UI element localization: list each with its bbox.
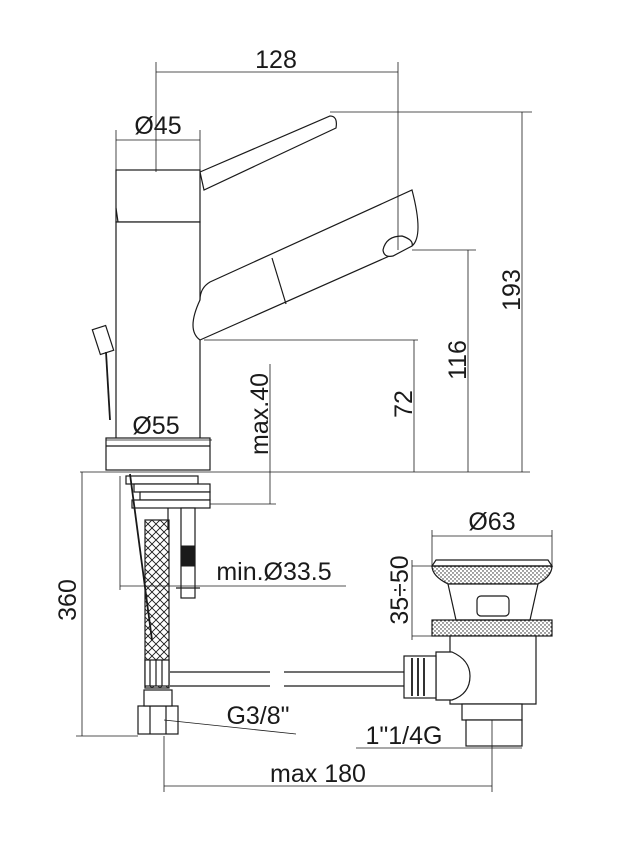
dimension-labels: 128 Ø45 193 116 72 max.40 Ø55 min.Ø33.5 … <box>54 46 526 788</box>
under-deck-assembly <box>125 473 211 735</box>
faucet <box>91 115 419 471</box>
dim-top-width: 128 <box>255 46 297 74</box>
drain-side-nut <box>403 655 437 699</box>
drain-flange <box>431 565 553 585</box>
dimension-lines <box>76 62 553 792</box>
dim-hose-thread: G3/8" <box>226 702 289 730</box>
dim-base-diameter: Ø55 <box>132 412 179 440</box>
lever-handle <box>199 115 337 191</box>
dim-drain-range: 35÷50 <box>386 555 414 624</box>
dim-hole-diameter: min.Ø33.5 <box>216 558 331 586</box>
dim-max-thickness: max.40 <box>246 373 274 455</box>
dim-spout-height: 116 <box>444 340 472 380</box>
body-cylinder <box>115 221 201 441</box>
drain-waste <box>403 559 554 747</box>
dim-max-reach: max 180 <box>270 760 366 788</box>
drain-locknut <box>431 619 553 637</box>
hose-nut <box>137 705 179 735</box>
dim-aerator-height: 72 <box>390 390 418 418</box>
dim-handle-diameter: Ø45 <box>134 112 181 140</box>
dim-total-height: 193 <box>498 269 526 311</box>
base-ring <box>105 437 211 471</box>
linkage-rod <box>170 671 404 687</box>
dim-drain-thread: 1"1/4G <box>366 722 443 750</box>
popup-rod <box>91 324 115 421</box>
dim-drain-diameter: Ø63 <box>468 508 515 536</box>
handle-cap <box>115 169 201 223</box>
spout <box>192 189 419 341</box>
dim-hose-length: 360 <box>54 579 82 621</box>
